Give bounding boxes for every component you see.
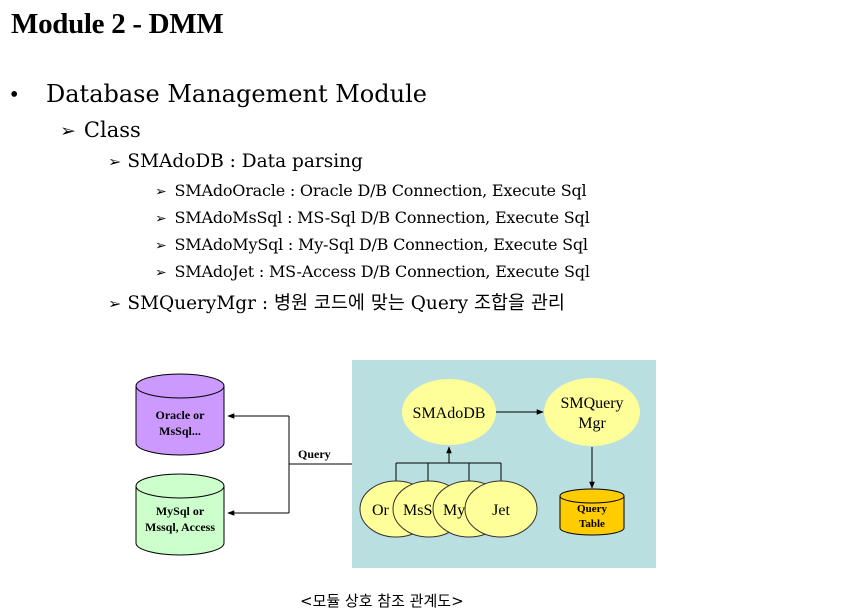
bullet-subclass-text: SMAdoMySql : My-Sql D/B Connection, Exec… [174,235,588,254]
bullet-icon: • [10,82,19,108]
svg-text:Or: Or [372,502,390,519]
arrow-bullet-icon: ➢ [155,238,167,254]
query-table-label-2: Table [579,518,605,530]
arrow-bullet-icon: ➢ [108,294,122,313]
query-label: Query [298,447,331,461]
bullet-subclass-text: SMAdoJet : MS-Access D/B Connection, Exe… [174,262,590,281]
svg-text:My: My [443,502,465,519]
smadodb-node [402,379,496,445]
bullet-subclass-text: SMAdoMsSql : MS-Sql D/B Connection, Exec… [174,208,590,227]
arrow-bullet-icon: ➢ [155,184,167,200]
inheritance-tree [395,446,502,482]
arrow-bullet-icon: ➢ [60,121,76,141]
arrow-bullet-icon: ➢ [155,265,167,281]
smquerymgr-label-2: Mgr [578,415,606,432]
bullet-class-text: Class [83,118,141,142]
bullet-subclass-text: SMAdoOracle : Oracle D/B Connection, Exe… [174,181,587,200]
bullet-class: ➢ Class [60,118,141,142]
bullet-smadodb-text: SMAdoDB : Data parsing [127,151,363,172]
bullet-subclass: ➢ SMAdoMsSql : MS-Sql D/B Connection, Exe… [155,208,590,227]
bullet-level1: • Database Management Module [10,80,427,109]
smquerymgr-label-1: SMQuery [560,395,623,412]
diagram-caption: <모듈 상호 참조 관계도> [300,592,464,610]
db-oracle-label-1: Oracle or [156,408,206,422]
bullet-smquerymgr: ➢ SMQueryMgr : 병원 코드에 맞는 Query 조합을 관리 [108,289,565,315]
db-mysql-label-1: MySql or [156,504,205,518]
svg-text:MsS: MsS [403,502,432,519]
query-connector [227,413,352,516]
bullet-smquerymgr-text: SMQueryMgr : 병원 코드에 맞는 Query 조합을 관리 [127,293,565,314]
query-table-cylinder: Query Table [559,488,625,536]
bullet-subclass: ➢ SMAdoJet : MS-Access D/B Connection, Ex… [155,262,590,281]
slide-title: Module 2 - DMM [11,8,224,40]
db-oracle-label-2: MsSql... [159,424,201,438]
arrow-bullet-icon: ➢ [155,211,167,227]
db-mysql-cylinder: MySql or Mssql, Access [135,473,225,556]
smquerymgr-node [544,378,640,446]
db-mysql-label-2: Mssql, Access [145,520,215,534]
db-oracle-cylinder: Oracle or MsSql... [135,373,225,456]
subclass-node-jet: Jet [464,480,538,538]
smadodb-label: SMAdoDB [413,405,486,422]
svg-text:Jet: Jet [492,502,510,519]
bullet-subclass: ➢ SMAdoOracle : Oracle D/B Connection, Ex… [155,181,587,200]
bullet-subclass: ➢ SMAdoMySql : My-Sql D/B Connection, Exe… [155,235,588,254]
bullet-level1-text: Database Management Module [46,80,427,108]
bullet-smadodb: ➢ SMAdoDB : Data parsing [108,151,363,172]
arrow-bullet-icon: ➢ [108,152,122,171]
query-table-label-1: Query [577,503,607,515]
